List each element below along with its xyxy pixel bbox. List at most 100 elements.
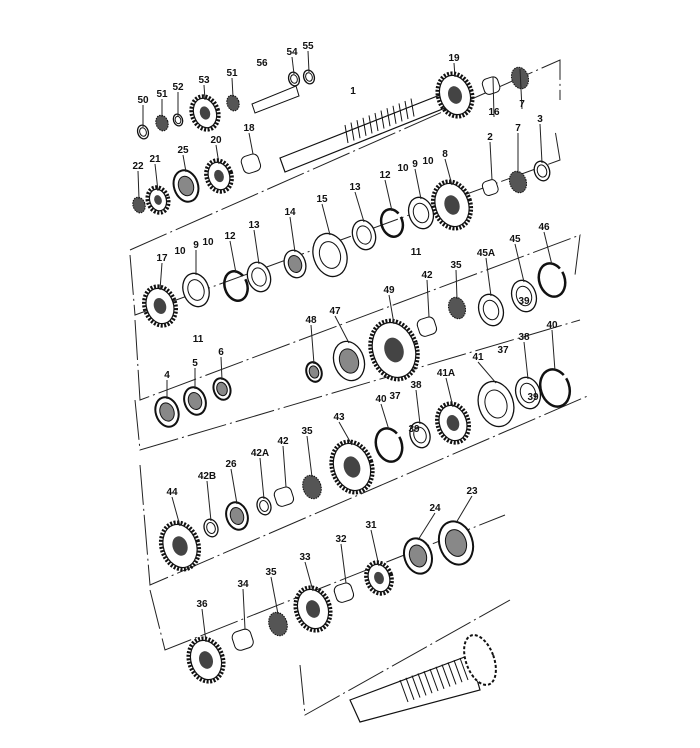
- needle-bearing: [302, 474, 322, 500]
- leader-line: [137, 170, 140, 200]
- snap-ring: [374, 427, 404, 463]
- part-bore: [206, 522, 216, 534]
- leader-line: [334, 315, 350, 344]
- callout-label: 37: [389, 391, 401, 402]
- part-bore: [287, 255, 303, 273]
- callout-label: 13: [349, 182, 361, 193]
- callout-label: 55: [302, 41, 314, 52]
- gear-bore: [384, 337, 404, 363]
- spline-line: [429, 668, 439, 692]
- callout-label: 18: [243, 123, 255, 134]
- gear-bore: [199, 651, 213, 669]
- callout-label: 10: [422, 156, 434, 167]
- callout-label: 6: [218, 347, 224, 358]
- callout-label: 42: [277, 436, 289, 447]
- callout-label: 19: [448, 53, 460, 64]
- part-bore: [482, 299, 500, 321]
- leader-line: [477, 361, 497, 384]
- callout-label: 10: [397, 163, 409, 174]
- callout-label: 14: [284, 207, 296, 218]
- leader-line: [415, 389, 421, 425]
- callout-label: 42: [421, 270, 433, 281]
- part-bore: [174, 115, 182, 125]
- gear-teeth: [145, 185, 171, 215]
- spline-line: [392, 105, 397, 124]
- leader-line: [523, 341, 529, 380]
- boundary-line: [149, 514, 506, 651]
- spline-line: [356, 120, 361, 139]
- spline-line: [368, 115, 373, 134]
- leader-line: [543, 231, 553, 266]
- part-bore: [305, 72, 313, 82]
- leader-line: [307, 50, 310, 73]
- group-boundary-lines: [129, 59, 591, 716]
- callout-label: 20: [210, 135, 222, 146]
- pinion-shaft: [349, 654, 481, 723]
- callout-label: 49: [383, 285, 395, 296]
- gear-bore: [172, 536, 188, 556]
- callout-label: 43: [333, 412, 345, 423]
- callout-label: 9: [193, 240, 199, 251]
- gear-teeth: [293, 585, 333, 633]
- callout-label: 50: [137, 95, 149, 106]
- leader-line: [229, 240, 237, 274]
- callout-label: 5: [192, 358, 198, 369]
- needle-bearing: [268, 611, 288, 637]
- callout-label: 40: [546, 320, 558, 331]
- leader-line: [354, 191, 365, 223]
- callout-labels: 5051525351565455191167182025212227381091…: [132, 41, 558, 643]
- gear-bore: [306, 600, 320, 618]
- callout-label: 11: [411, 247, 422, 258]
- callout-label: 9: [412, 159, 418, 170]
- leader-line: [182, 154, 187, 173]
- leader-line: [485, 257, 492, 297]
- leader-line: [310, 324, 315, 365]
- pin: [251, 85, 300, 114]
- leader-line: [242, 588, 246, 630]
- part-bore: [408, 544, 428, 568]
- leader-line: [370, 529, 380, 567]
- leader-line: [154, 163, 159, 192]
- gear-teeth: [142, 284, 178, 328]
- spline-line: [435, 666, 445, 689]
- leader-line: [455, 269, 458, 300]
- spline-line: [399, 679, 409, 703]
- callout-label: 41: [472, 352, 484, 363]
- callout-label: 21: [149, 154, 161, 165]
- leader-line: [492, 76, 495, 118]
- boundary-line: [134, 319, 581, 451]
- leader-line: [380, 403, 390, 431]
- bushing: [240, 153, 262, 174]
- spline-line: [380, 110, 385, 129]
- part-bore: [515, 285, 533, 307]
- leader-line: [201, 608, 207, 643]
- mainshaft: [279, 94, 446, 173]
- gear-bore: [154, 195, 162, 205]
- snap-ring: [537, 262, 567, 298]
- part-bore: [318, 241, 342, 269]
- gear-teeth: [435, 401, 471, 445]
- callout-label: 53: [198, 75, 210, 86]
- callout-label: 52: [172, 82, 184, 93]
- gear-teeth: [364, 560, 394, 596]
- leader-line: [338, 421, 353, 446]
- spline-line: [441, 664, 451, 687]
- part-bore: [412, 202, 430, 224]
- callout-label: 38: [518, 332, 530, 343]
- callout-label: 36: [196, 599, 208, 610]
- leader-line: [388, 294, 395, 325]
- callout-label: 39: [408, 424, 420, 435]
- boundary-line: [129, 129, 561, 316]
- leader-line: [340, 543, 347, 584]
- spline-line: [447, 662, 457, 685]
- callout-label: 46: [538, 222, 550, 233]
- spline-line: [423, 671, 433, 694]
- needle-bearing: [447, 296, 467, 320]
- spline-line: [374, 112, 379, 132]
- part-bore: [259, 500, 269, 512]
- callout-label: 37: [497, 345, 509, 356]
- gear-teeth: [189, 94, 221, 132]
- callout-label: 47: [329, 306, 341, 317]
